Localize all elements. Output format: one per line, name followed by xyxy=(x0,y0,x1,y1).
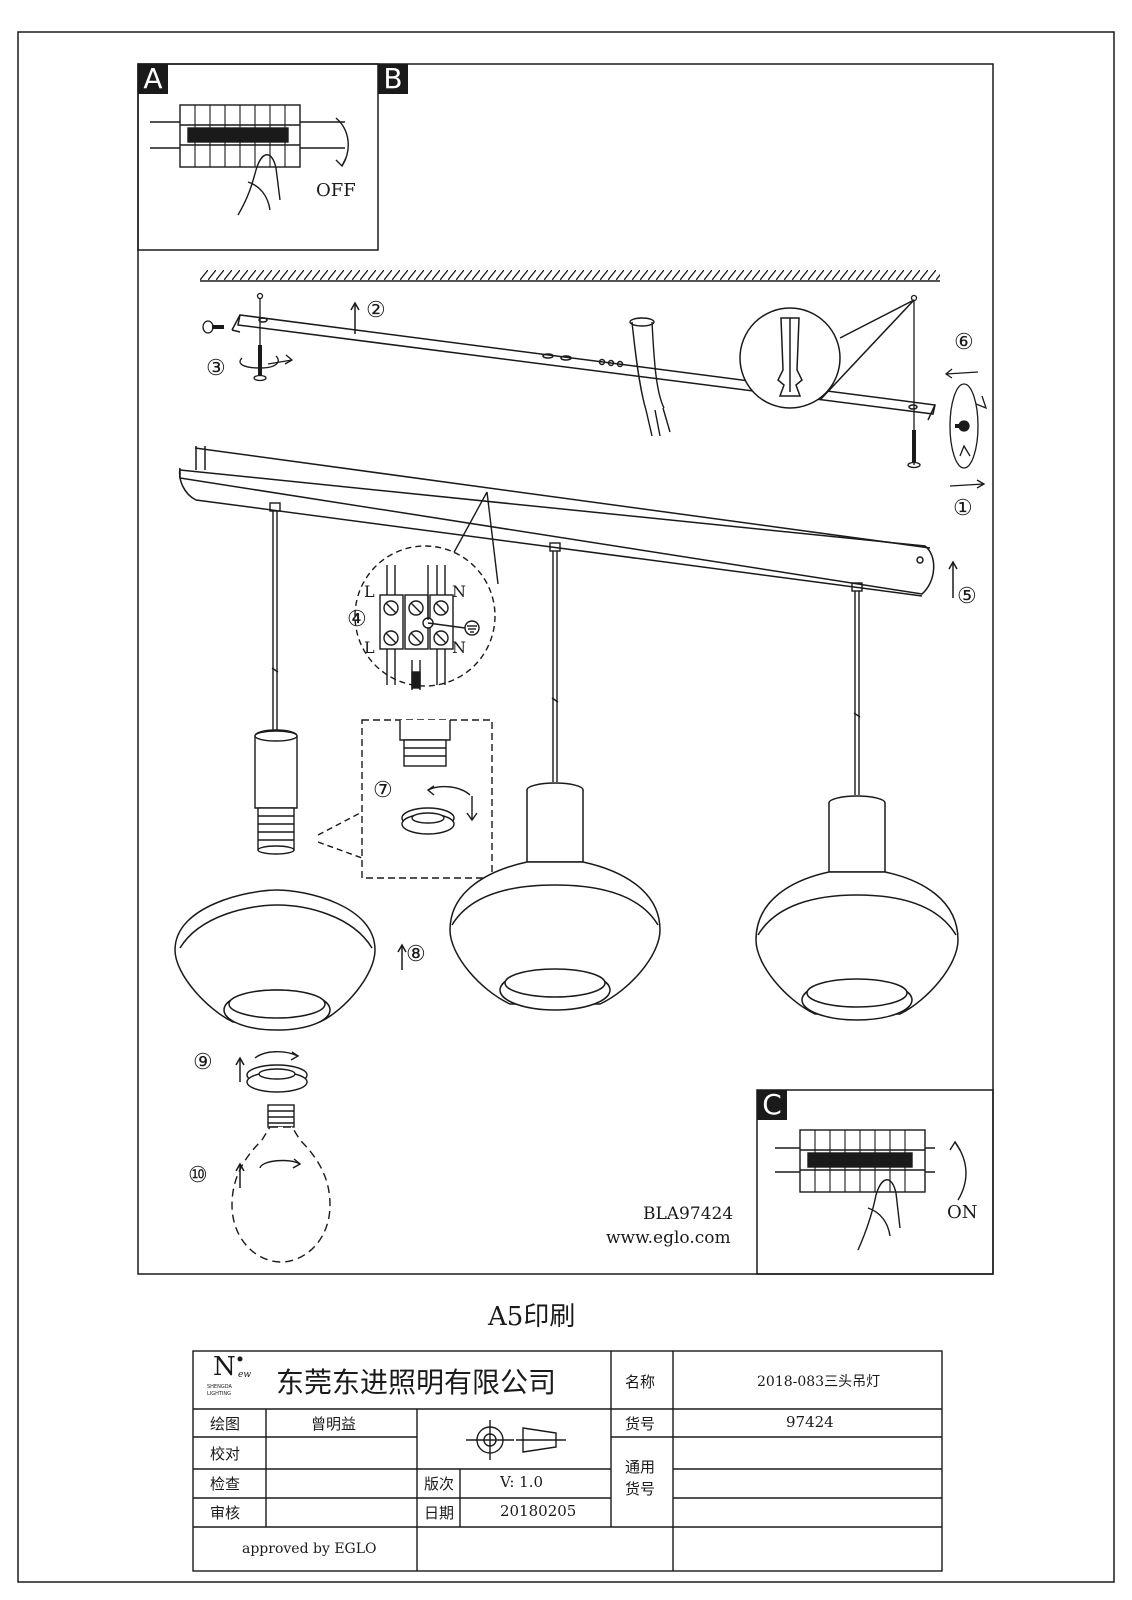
wall-anchor-detail xyxy=(739,299,915,409)
review-label: 审核 xyxy=(210,1504,241,1522)
step-10-label: ⑩ xyxy=(188,1163,208,1188)
step-9-label: ⑨ xyxy=(193,1050,213,1075)
shade-ring xyxy=(246,1051,308,1093)
company-name: 东莞东进照明有限公司 xyxy=(276,1366,557,1399)
breaker-off-illustration xyxy=(150,104,349,216)
step-2-label: ② xyxy=(366,298,386,323)
logo-small-2: LIGHTING xyxy=(207,1391,232,1397)
drawing-frame xyxy=(137,63,994,1275)
step-7-label: ⑦ xyxy=(373,778,393,803)
print-note: A5印刷 xyxy=(488,1302,576,1332)
off-label: OFF xyxy=(316,180,356,201)
terminal-block-detail xyxy=(354,491,499,690)
name-value: 2018-083三头吊灯 xyxy=(757,1374,881,1390)
logo-small-1: SHENGDA xyxy=(207,1384,232,1390)
item-label: 货号 xyxy=(625,1415,656,1433)
panel-a-letter: A xyxy=(138,64,168,94)
step-3-label: ③ xyxy=(206,356,226,381)
terminal-neutral-top: N xyxy=(452,582,466,601)
date-label: 日期 xyxy=(424,1504,455,1522)
drawn-value: 曾明益 xyxy=(311,1415,357,1433)
on-label: ON xyxy=(947,1202,978,1223)
sheet-border xyxy=(17,31,1115,1583)
panel-c-box xyxy=(756,1089,994,1275)
socket-ring-detail xyxy=(317,719,493,879)
inspect-label: 检查 xyxy=(210,1475,241,1493)
terminal-live-top: L xyxy=(364,582,375,601)
pendant-right xyxy=(755,795,959,1021)
terminal-live-bottom: L xyxy=(364,638,375,657)
lamp-shade-left xyxy=(174,889,376,1031)
terminal-neutral-bottom: N xyxy=(452,638,466,657)
title-block-grid xyxy=(192,1350,943,1572)
website: www.eglo.com xyxy=(606,1228,731,1248)
lamp-holder-left xyxy=(254,729,298,855)
breaker-on-illustration xyxy=(775,1129,967,1251)
step-arrows xyxy=(235,301,958,1188)
step-5-label: ⑤ xyxy=(957,584,977,609)
projection-symbol xyxy=(466,1420,566,1460)
general-item-label-1: 通用 xyxy=(625,1458,656,1476)
panel-c-letter: C xyxy=(757,1090,787,1120)
canopy-tray xyxy=(178,446,935,597)
version-value: V: 1.0 xyxy=(500,1473,544,1491)
name-label: 名称 xyxy=(625,1373,656,1391)
date-value: 20180205 xyxy=(500,1502,577,1520)
logo-dot xyxy=(237,1356,243,1362)
light-bulb xyxy=(231,1104,331,1263)
step-4-label: ④ xyxy=(347,607,367,632)
model-code: BLA97424 xyxy=(643,1204,734,1224)
ceiling-hatch xyxy=(200,270,940,280)
panel-a-box xyxy=(137,63,379,251)
item-value: 97424 xyxy=(786,1413,834,1431)
drawn-label: 绘图 xyxy=(210,1415,241,1433)
step-8-label: ⑧ xyxy=(406,942,426,967)
step-1-label: ① xyxy=(953,496,973,521)
approved-label: approved by EGLO xyxy=(242,1541,377,1557)
suspension-cables xyxy=(269,502,863,795)
logo-letter: N xyxy=(213,1352,236,1382)
mounting-screws xyxy=(202,292,988,489)
panel-b-letter: B xyxy=(378,64,408,94)
supply-cable xyxy=(629,317,671,437)
check-label: 校对 xyxy=(210,1445,241,1463)
pendant-middle xyxy=(449,782,661,1011)
version-label: 版次 xyxy=(424,1475,455,1493)
step-6-label: ⑥ xyxy=(954,330,974,355)
logo-mark: ew xyxy=(238,1370,252,1380)
general-item-label-2: 货号 xyxy=(625,1480,656,1498)
